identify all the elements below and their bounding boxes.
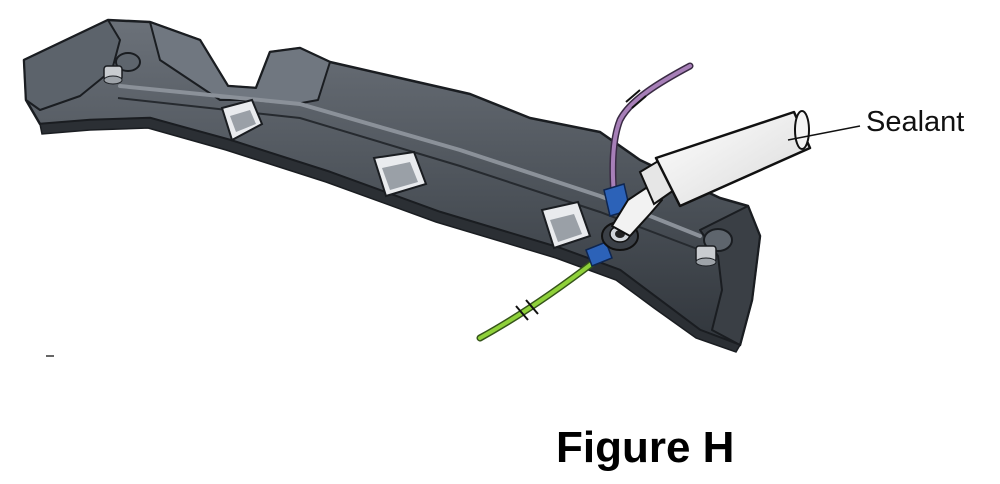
sealant-label: Sealant <box>866 106 965 138</box>
bracket-lower-lip <box>39 117 742 353</box>
bracket-left-end <box>23 19 121 111</box>
blue-tape-lower <box>585 241 613 267</box>
clip-center <box>372 150 428 198</box>
clip-left <box>220 98 264 142</box>
clip-right <box>540 200 592 250</box>
wire-break-icon <box>515 299 539 321</box>
sealant-tube <box>611 110 812 237</box>
wire-break-icon <box>625 89 647 109</box>
figure-caption: Figure H <box>556 423 735 472</box>
stud-right <box>695 228 733 267</box>
bracket-top-flange <box>149 21 331 105</box>
sealant-leader-line <box>787 125 861 141</box>
stud-left <box>103 52 141 85</box>
